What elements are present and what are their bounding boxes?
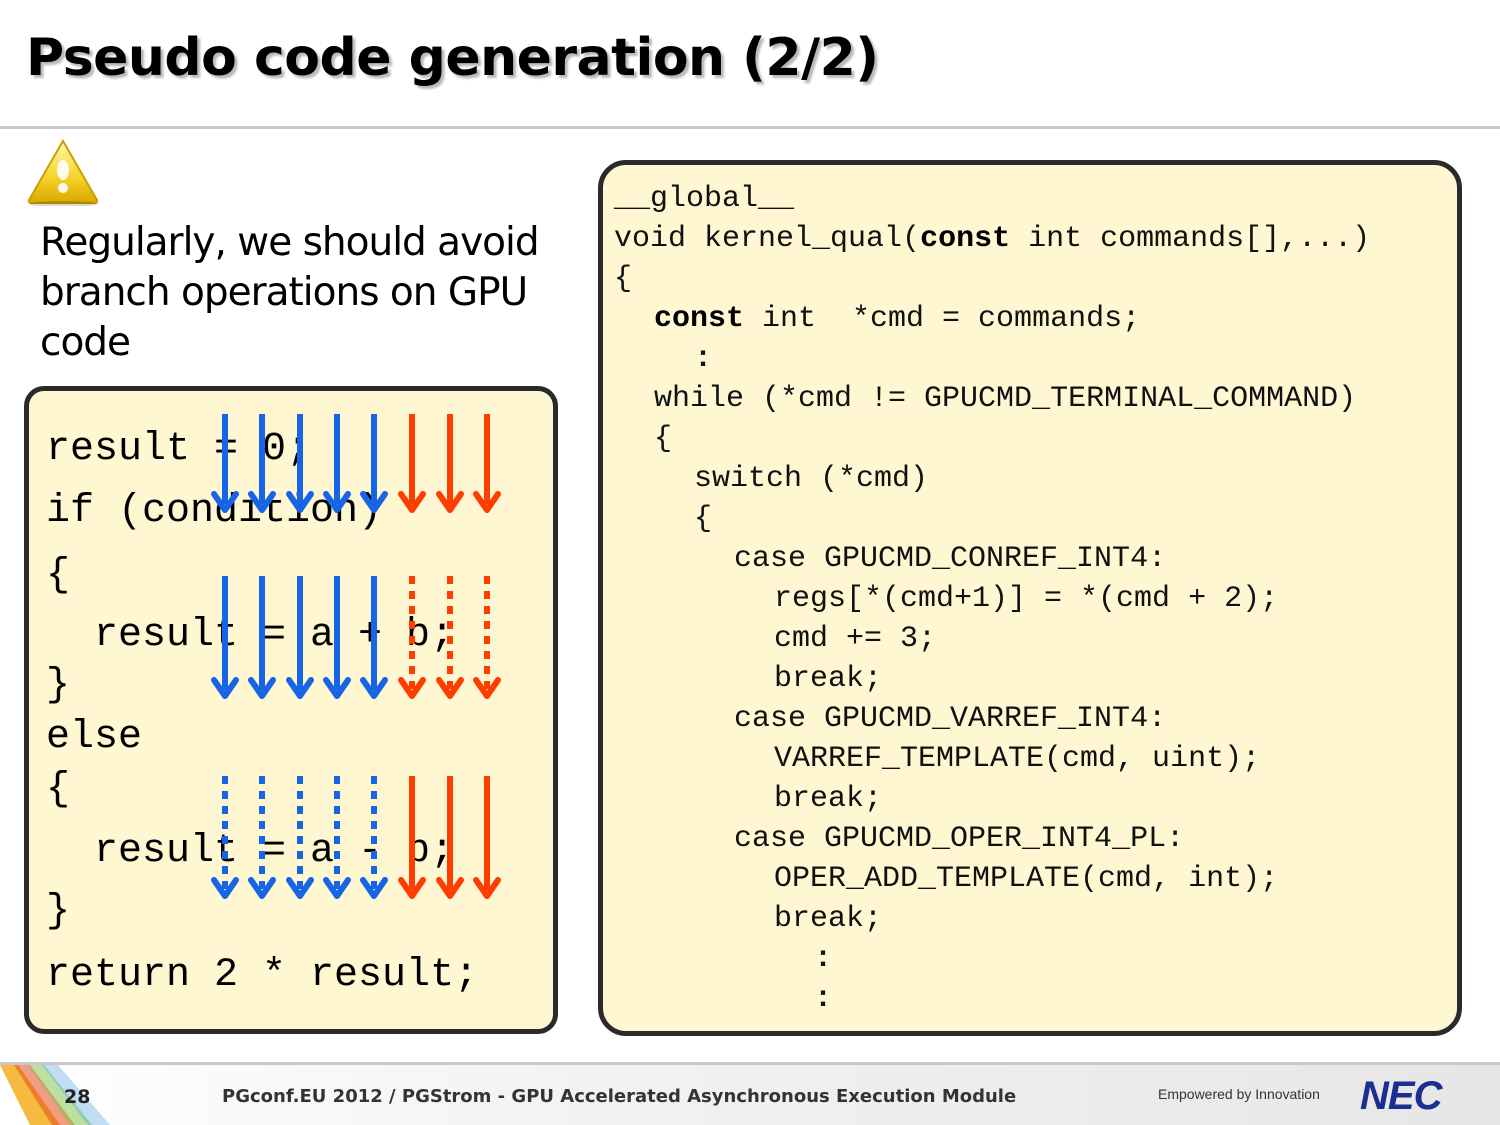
code-line: result = a - b;: [46, 829, 455, 874]
idle-thread-arrow: [436, 576, 464, 699]
warning-triangle-icon: [27, 138, 99, 206]
footer-caption: PGconf.EU 2012 / PGStrom - GPU Accelerat…: [222, 1086, 1017, 1107]
active-thread-arrow: [398, 776, 426, 899]
active-thread-arrow: [473, 414, 501, 513]
active-thread-arrow: [473, 776, 501, 899]
active-thread-arrow: [436, 414, 464, 513]
active-thread-arrow: [248, 576, 276, 699]
idle-thread-arrow: [398, 576, 426, 699]
nec-logo: NEC: [1360, 1074, 1442, 1118]
code-line: {: [46, 767, 71, 812]
right-code-panel: [598, 160, 1462, 1036]
code-line: VARREF_TEMPLATE(cmd, uint);: [774, 742, 1261, 776]
keyword-const: const: [920, 222, 1011, 256]
active-thread-arrow: [436, 776, 464, 899]
code-fragment: int commands[],...): [1010, 222, 1371, 256]
code-line: break;: [774, 782, 883, 816]
page-number: 28: [64, 1086, 91, 1108]
keyword-const: const: [654, 302, 745, 336]
active-thread-arrow: [286, 576, 314, 699]
code-line: while (*cmd != GPUCMD_TERMINAL_COMMAND): [654, 382, 1357, 416]
code-line: OPER_ADD_TEMPLATE(cmd, int);: [774, 862, 1279, 896]
code-line: result = a + b;: [46, 613, 455, 658]
code-line: switch (*cmd): [694, 462, 929, 496]
code-line: :: [814, 942, 833, 976]
idle-thread-arrow: [248, 776, 276, 899]
slide-description: Regularly, we should avoid branch operat…: [40, 220, 540, 365]
active-thread-arrow: [323, 414, 351, 513]
code-line: case GPUCMD_VARREF_INT4:: [734, 702, 1167, 736]
code-line: {: [614, 262, 633, 296]
active-thread-arrow: [211, 576, 239, 699]
footer-divider: [0, 1062, 1500, 1065]
code-line: {: [46, 553, 71, 598]
title-divider: [0, 126, 1500, 129]
code-line: case GPUCMD_CONREF_INT4:: [734, 542, 1167, 576]
code-line: {: [654, 422, 673, 456]
slide-title: Pseudo code generation (2/2): [26, 28, 879, 88]
code-fragment: int *cmd = commands;: [744, 302, 1141, 336]
code-line: break;: [774, 902, 883, 936]
idle-thread-arrow: [473, 576, 501, 699]
company-tagline: Empowered by Innovation: [1158, 1086, 1320, 1102]
active-thread-arrow: [211, 414, 239, 513]
footer-stripes-decoration: [0, 1065, 110, 1125]
code-fragment: void kernel_qual(: [614, 222, 921, 256]
active-thread-arrow: [398, 414, 426, 513]
code-line: }: [46, 889, 71, 934]
code-line: return 2 * result;: [46, 953, 479, 998]
idle-thread-arrow: [286, 776, 314, 899]
code-line: :: [694, 342, 713, 376]
footer-band: [0, 1065, 1500, 1125]
code-line: }: [46, 663, 71, 708]
code-line: void kernel_qual(const int commands[],..…: [614, 222, 1370, 256]
code-line: regs[*(cmd+1)] = *(cmd + 2);: [774, 582, 1279, 616]
active-thread-arrow: [323, 576, 351, 699]
active-thread-arrow: [360, 576, 388, 699]
code-line: __global__: [614, 182, 795, 216]
active-thread-arrow: [360, 414, 388, 513]
active-thread-arrow: [286, 414, 314, 513]
code-line: {: [694, 502, 713, 536]
idle-thread-arrow: [323, 776, 351, 899]
idle-thread-arrow: [360, 776, 388, 899]
code-line: const int *cmd = commands;: [654, 302, 1140, 336]
code-line: cmd += 3;: [774, 622, 937, 656]
code-line: break;: [774, 662, 883, 696]
code-line: else: [46, 715, 143, 760]
idle-thread-arrow: [211, 776, 239, 899]
code-line: case GPUCMD_OPER_INT4_PL:: [734, 822, 1185, 856]
code-line: :: [814, 982, 833, 1016]
active-thread-arrow: [248, 414, 276, 513]
